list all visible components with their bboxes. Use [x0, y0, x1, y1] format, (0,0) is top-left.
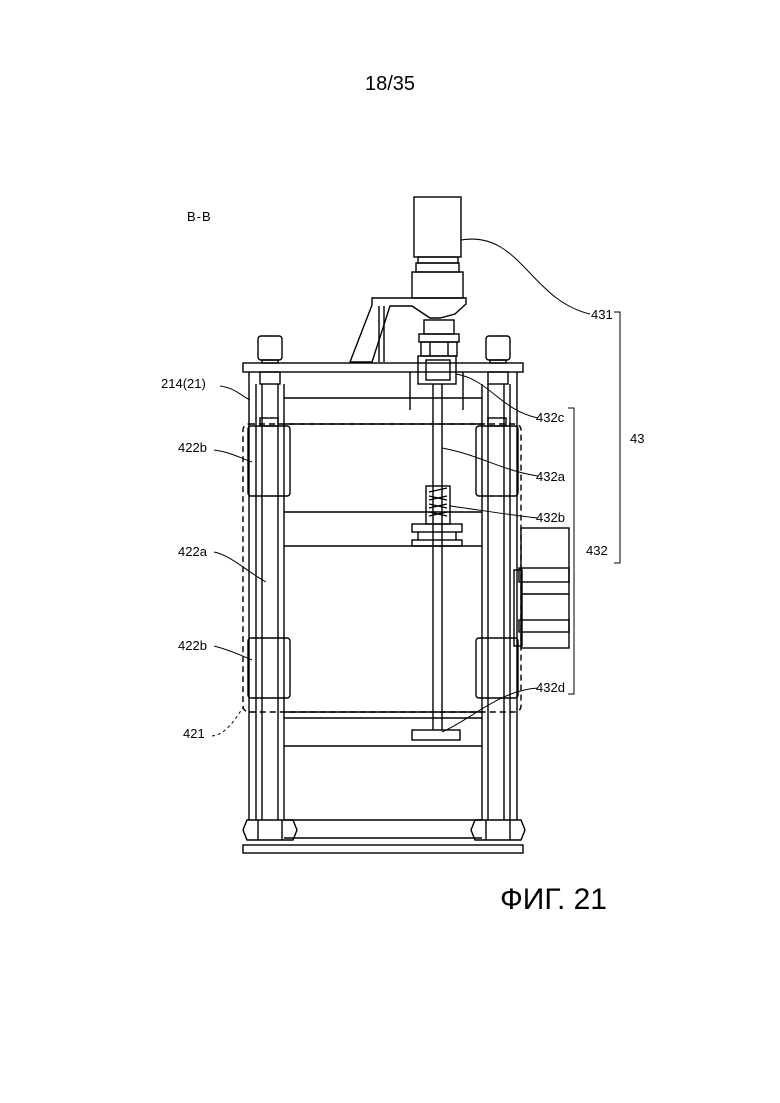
label-432: 432 — [586, 543, 608, 558]
brackets — [568, 312, 620, 694]
label-432b: 432b — [536, 510, 565, 525]
base-and-feet — [243, 820, 525, 853]
slide-blocks — [248, 418, 518, 698]
label-43: 43 — [630, 431, 644, 446]
carriage-outline-421 — [243, 424, 521, 712]
frame-columns — [249, 372, 517, 820]
label-432a: 432a — [536, 469, 566, 484]
label-422a: 422a — [178, 544, 208, 559]
label-214: 214(21) — [161, 376, 206, 391]
ball-screw — [412, 384, 462, 740]
side-motor-box — [514, 528, 569, 648]
label-432d: 432d — [536, 680, 565, 695]
top-plate — [243, 336, 523, 410]
label-422b-top: 422b — [178, 440, 207, 455]
label-432c: 432c — [536, 410, 565, 425]
label-431: 431 — [591, 307, 613, 322]
motor-assembly — [350, 197, 466, 362]
label-422b-bottom: 422b — [178, 638, 207, 653]
label-421: 421 — [183, 726, 205, 741]
leader-lines — [212, 239, 590, 736]
cross-members — [284, 398, 482, 838]
